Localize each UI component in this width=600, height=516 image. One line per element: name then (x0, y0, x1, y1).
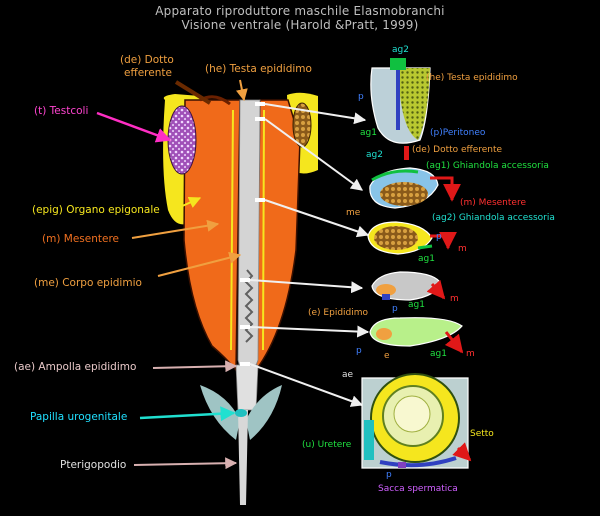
s5-e: e (384, 351, 390, 361)
marker-5 (240, 325, 250, 329)
s6-ae: ae (342, 370, 354, 380)
arrow-epig (177, 197, 202, 209)
label-papilla-urogenitale: Papilla urogenitale (30, 411, 128, 423)
inner-yellow-line-right (262, 109, 265, 351)
pterygopodium-right (246, 385, 282, 440)
arrow-me (157, 251, 242, 277)
label-dotto-efferente-2: efferente (124, 67, 172, 79)
s2-m: (m) Mesentere (460, 198, 526, 208)
section-1 (370, 58, 431, 160)
arrow-pterigopodio (133, 457, 238, 470)
s2-ag2: ag2 (366, 150, 383, 160)
s3-ag1: ag1 (418, 254, 435, 264)
s4-e: (e) Epididimo (308, 308, 369, 318)
label-ampolla-epididimo: (ae) Ampolla epididimo (14, 361, 137, 373)
central-duct (237, 99, 261, 394)
section-4 (371, 271, 446, 301)
s1-peritoneo: (p)Peritoneo (430, 128, 486, 138)
label-pterigopodio: Pterigopodio (60, 459, 127, 471)
marker-4 (240, 278, 250, 282)
marker-2 (255, 117, 265, 121)
s4-m: m (450, 294, 459, 304)
label-corpo-epididimo: (me) Corpo epidimio (34, 277, 142, 289)
leader-s3 (264, 199, 370, 238)
marker-1 (255, 102, 265, 106)
section-3 (367, 221, 457, 255)
s4-p: p (392, 304, 398, 314)
s1-de: (de) Dotto efferente (412, 145, 503, 155)
s5-ag1-top: ag1 (408, 300, 425, 310)
s5-ag1-bottom: ag1 (430, 349, 447, 359)
label-arrows (96, 79, 248, 470)
urogenital-papilla (235, 409, 247, 417)
s1-ag2: ag2 (392, 45, 409, 55)
leader-s1 (264, 103, 367, 125)
s3-ag2: (ag2) Ghiandola accessoria (432, 213, 555, 223)
s6-p: p (386, 470, 392, 480)
s3-p: p (436, 232, 442, 242)
testis-left (167, 105, 197, 175)
arrow-he (235, 79, 248, 102)
arrow-t (96, 111, 172, 143)
label-testa-epididimo: (he) Testa epididimo (205, 63, 312, 75)
inner-yellow-line-left (230, 109, 234, 351)
arrow-papilla (139, 406, 236, 422)
section-leaders (249, 103, 370, 407)
right-orange-body (255, 99, 301, 373)
label-testicoli: (t) Testcoli (34, 105, 89, 117)
label-dotto-efferente-1: (de) Dotto (120, 54, 174, 66)
s6-setto: Setto (470, 429, 494, 439)
s1-he: (he) Testa epididimo (426, 73, 518, 83)
s1-p: p (358, 92, 364, 102)
s5-p: p (356, 346, 362, 356)
leader-s6 (249, 363, 364, 407)
label-mesentere: (m) Mesentere (42, 233, 119, 245)
pterygopodium-shaft (238, 410, 248, 505)
title-line-1: Apparato riproduttore maschile Elasmobra… (155, 4, 445, 18)
arrow-ae (152, 360, 238, 373)
marker-3 (255, 198, 265, 202)
s1-ag1: ag1 (360, 128, 377, 138)
section-6 (361, 373, 472, 469)
marker-6 (240, 362, 250, 366)
leader-s5 (249, 325, 370, 338)
ampulla (235, 364, 259, 411)
main-organ-drawing (163, 92, 318, 505)
arrow-m (131, 219, 220, 239)
title-line-2: Visione ventrale (Harold &Pratt, 1999) (181, 18, 419, 32)
s6-uretere: (u) Uretere (302, 440, 352, 450)
s2-me: me (346, 208, 361, 218)
section-2 (369, 167, 461, 209)
s6-sacca: Sacca spermatica (378, 484, 458, 494)
s3-m: m (458, 244, 467, 254)
s2-ag1: (ag1) Ghiandola accessoria (426, 161, 549, 171)
s5-m: m (466, 349, 475, 359)
label-organo-epigonale: (epig) Organo epigonale (32, 204, 160, 216)
leader-s2 (264, 118, 363, 191)
arrow-de (174, 80, 212, 105)
leader-s4 (249, 279, 364, 294)
section-5 (369, 317, 464, 354)
